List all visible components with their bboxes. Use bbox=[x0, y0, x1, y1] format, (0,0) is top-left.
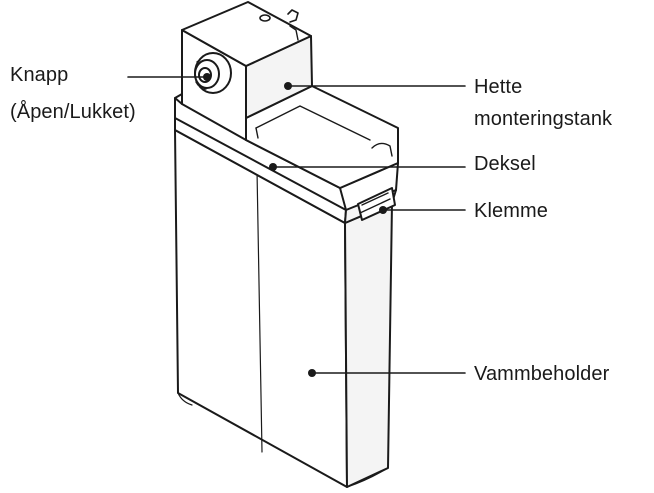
hette-dot bbox=[284, 82, 292, 90]
klemme-label: Klemme bbox=[474, 200, 548, 222]
clamp bbox=[357, 187, 396, 221]
lid bbox=[174, 85, 399, 224]
knob bbox=[194, 52, 232, 94]
deksel-label: Deksel bbox=[474, 153, 536, 175]
anchor-dots bbox=[203, 73, 387, 377]
klemme-dot bbox=[379, 206, 387, 214]
knapp-dot bbox=[203, 73, 211, 81]
knapp-sublabel: (Åpen/Lukket) bbox=[10, 101, 136, 123]
deksel-dot bbox=[269, 163, 277, 171]
container-body bbox=[174, 129, 393, 488]
knapp-label: Knapp bbox=[10, 64, 69, 86]
vammbeholder-label: Vammbeholder bbox=[474, 363, 610, 385]
hette-sublabel: monteringstank bbox=[474, 108, 613, 130]
hette-label: Hette bbox=[474, 76, 523, 98]
mounting-cap bbox=[174, 1, 313, 141]
leader-lines bbox=[127, 76, 466, 374]
vamm-dot bbox=[308, 369, 316, 377]
